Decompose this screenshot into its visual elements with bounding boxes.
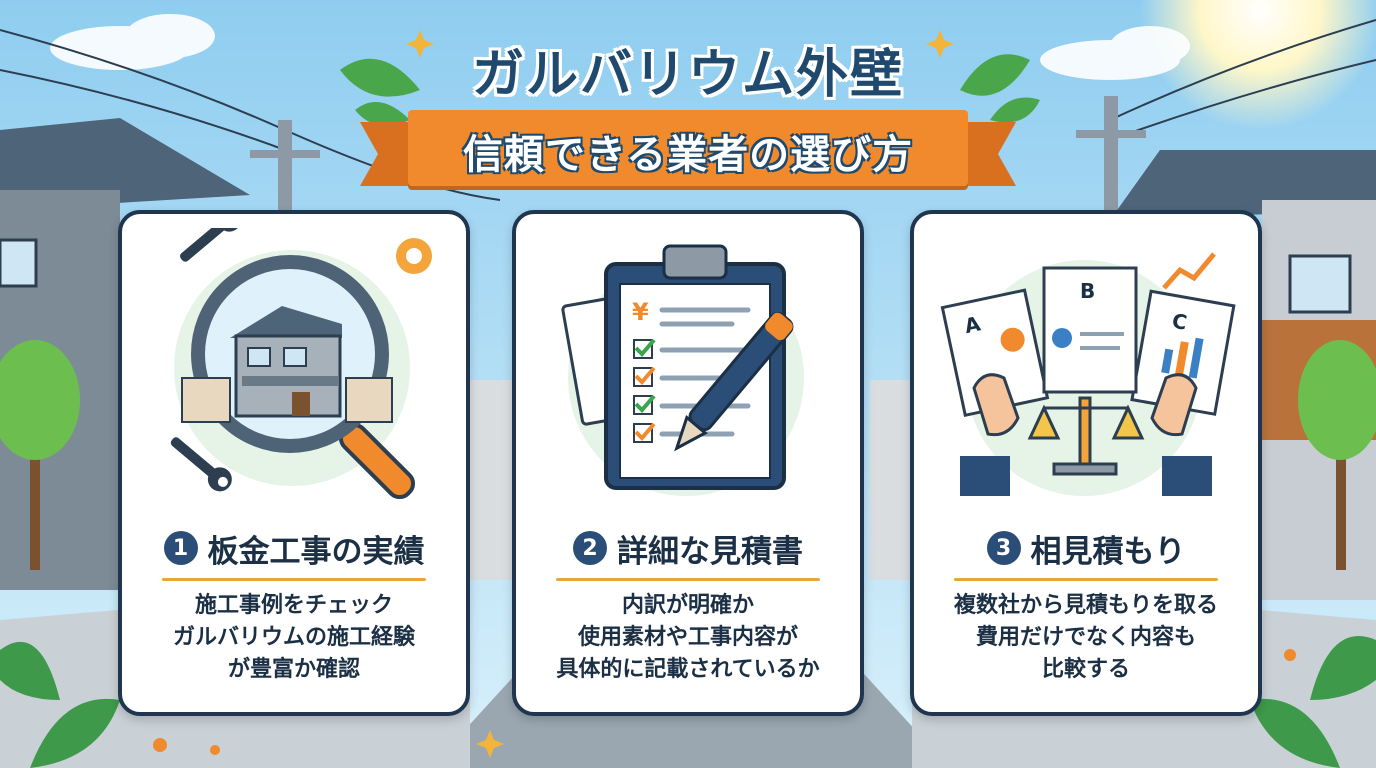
card-line: 費用だけでなく内容も: [975, 625, 1196, 650]
card-line: 複数社から見積もりを取る: [953, 593, 1218, 618]
card-title: 詳細な見積書: [617, 533, 803, 570]
card-heading: 3 相見積もり: [914, 520, 1258, 576]
svg-text:A: A: [962, 311, 983, 338]
card-divider: [556, 578, 820, 581]
checkbox-icon: [633, 339, 653, 443]
card-line: 具体的に記載されているか: [556, 657, 820, 682]
card-description: 施工事例をチェック ガルバリウムの施工経験 が豊富か確認: [132, 590, 456, 686]
pen-icon: [674, 312, 794, 452]
hand-icon: [972, 373, 1198, 437]
card-sheet-metal-track-record: 1 板金工事の実績 施工事例をチェック ガルバリウムの施工経験 が豊富か確認: [118, 210, 470, 716]
title-banner: ガルバリウム外壁 信頼できる業者の選び方: [330, 18, 1046, 198]
card-divider: [162, 578, 426, 581]
document-icon: B: [1042, 266, 1138, 394]
compare-documents-illustration: A C B: [940, 252, 1236, 496]
svg-text:C: C: [1170, 309, 1189, 335]
step-number-badge: 1: [163, 531, 198, 565]
page-subtitle: 信頼できる業者の選び方: [462, 132, 914, 178]
step-number-badge: 2: [573, 531, 607, 565]
magnifier-house-illustration: [170, 228, 432, 500]
sun-icon: [1140, 0, 1376, 130]
card-line: が豊富か確認: [227, 657, 360, 682]
card-line: 内訳が明確か: [621, 593, 754, 618]
step-number-badge: 3: [986, 531, 1021, 565]
card-description: 複数社から見積もりを取る 費用だけでなく内容も 比較する: [924, 590, 1248, 686]
card-divider: [954, 578, 1218, 581]
wrench-icon: [180, 228, 242, 262]
trend-arrow-icon: [1162, 252, 1216, 290]
page-title: ガルバリウム外壁: [471, 45, 904, 105]
card-line: 施工事例をチェック: [194, 593, 393, 618]
card-description: 内訳が明確か 使用素材や工事内容が 具体的に記載されているか: [526, 590, 850, 686]
card-line: 比較する: [1041, 657, 1130, 682]
gear-icon: [396, 238, 432, 274]
card-multiple-quotes: A C B 3 相: [910, 210, 1262, 716]
wrench-icon: [170, 437, 232, 492]
card-title: 相見積もり: [1030, 533, 1186, 570]
card-title: 板金工事の実績: [207, 533, 425, 570]
clipboard-estimate-illustration: ¥: [561, 244, 804, 496]
house-icon: [181, 306, 393, 423]
subtitle-ribbon: [408, 110, 968, 186]
yen-symbol: ¥: [632, 298, 649, 326]
scale-icon: [1027, 396, 1145, 476]
card-line: 使用素材や工事内容が: [577, 625, 798, 650]
card-heading: 2 詳細な見積書: [516, 520, 860, 576]
card-heading: 1 板金工事の実績: [122, 520, 466, 576]
card-detailed-estimate: ¥ 2 詳細な見積書: [512, 210, 864, 716]
svg-text:B: B: [1080, 279, 1095, 303]
card-line: ガルバリウムの施工経験: [172, 625, 415, 650]
